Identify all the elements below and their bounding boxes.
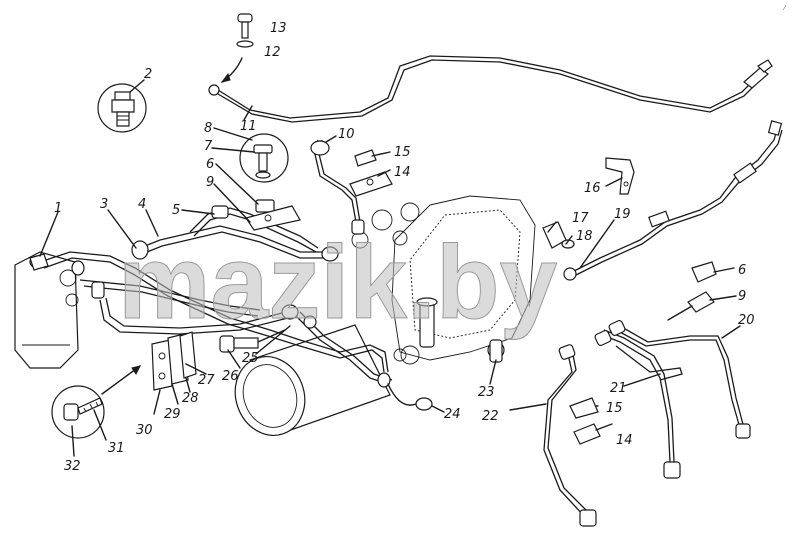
top-right-fitting: [208, 59, 773, 96]
callout-24: 24: [444, 407, 461, 422]
pipe-11: [217, 55, 763, 123]
part-17-18-fitting: [542, 221, 575, 249]
part-2-fitting: [97, 83, 147, 133]
callout-21: 21: [610, 381, 627, 396]
callout-7: 7: [204, 139, 213, 154]
part-15-14-clamp: [349, 149, 393, 197]
part-23-fitting: [487, 339, 505, 363]
part-24-washer: [387, 383, 433, 411]
callout-4: 4: [138, 197, 146, 212]
callout-20: 20: [738, 313, 755, 328]
callout-5: 5: [172, 203, 180, 218]
callout-3: 3: [100, 197, 108, 212]
callout-16: 16: [584, 181, 601, 196]
part-6-9-right: [667, 261, 717, 321]
part-13-12-bolt: [220, 13, 254, 83]
left-bundle-fittings: [29, 205, 391, 388]
watermark-text: mazik.by: [118, 225, 557, 341]
callout-10: 10: [338, 127, 355, 142]
pipes-20-21-22: [543, 319, 751, 527]
part-16-bracket: [605, 157, 635, 195]
callout-32: 32: [64, 459, 81, 474]
callout-8: 8: [204, 121, 212, 136]
callout-14a: 14: [394, 165, 411, 180]
callout-14b: 14: [616, 433, 633, 448]
callout-23: 23: [478, 385, 495, 400]
fuel-filter-cylinder: [234, 324, 391, 436]
leader-lines: [39, 79, 741, 457]
part-28-29-30-brackets: [151, 331, 197, 391]
corner-mark: ⁄: [782, 5, 787, 12]
callout-9b: 9: [738, 289, 746, 304]
pipe-19: [563, 120, 783, 281]
callout-31: 31: [108, 441, 125, 456]
callout-2: 2: [144, 67, 152, 82]
callout-27: 27: [198, 373, 215, 388]
callout-29: 29: [164, 407, 181, 422]
callout-25: 25: [242, 351, 259, 366]
callout-6a: 6: [206, 157, 214, 172]
callout-15a: 15: [394, 145, 411, 160]
callout-6b: 6: [738, 263, 746, 278]
part-15-14-right: [569, 397, 613, 445]
callout-1: 1: [54, 201, 62, 216]
callout-28: 28: [182, 391, 199, 406]
part-31-32-bolt: [51, 365, 141, 439]
callout-numbers: 1 2 3 4 5 6 6 7 8 9 9 10 11 12 13 14 14 …: [54, 21, 755, 474]
callout-30: 30: [136, 423, 153, 438]
part-25-26-bolt: [219, 329, 286, 353]
part-6-9-clamp: [245, 199, 301, 231]
callout-12: 12: [264, 45, 281, 60]
callout-11: 11: [240, 119, 257, 134]
callout-26: 26: [222, 369, 239, 384]
part-8-7-bolt: [239, 133, 289, 183]
callout-17: 17: [572, 211, 589, 226]
callout-15b: 15: [606, 401, 623, 416]
pipe-bundle-left: [39, 207, 393, 385]
callout-19: 19: [614, 207, 631, 222]
left-housing: [14, 251, 79, 369]
pipe-10: [310, 139, 365, 235]
callout-22: 22: [482, 409, 499, 424]
callout-13: 13: [270, 21, 287, 36]
callout-18: 18: [576, 229, 593, 244]
callout-9a: 9: [206, 175, 214, 190]
